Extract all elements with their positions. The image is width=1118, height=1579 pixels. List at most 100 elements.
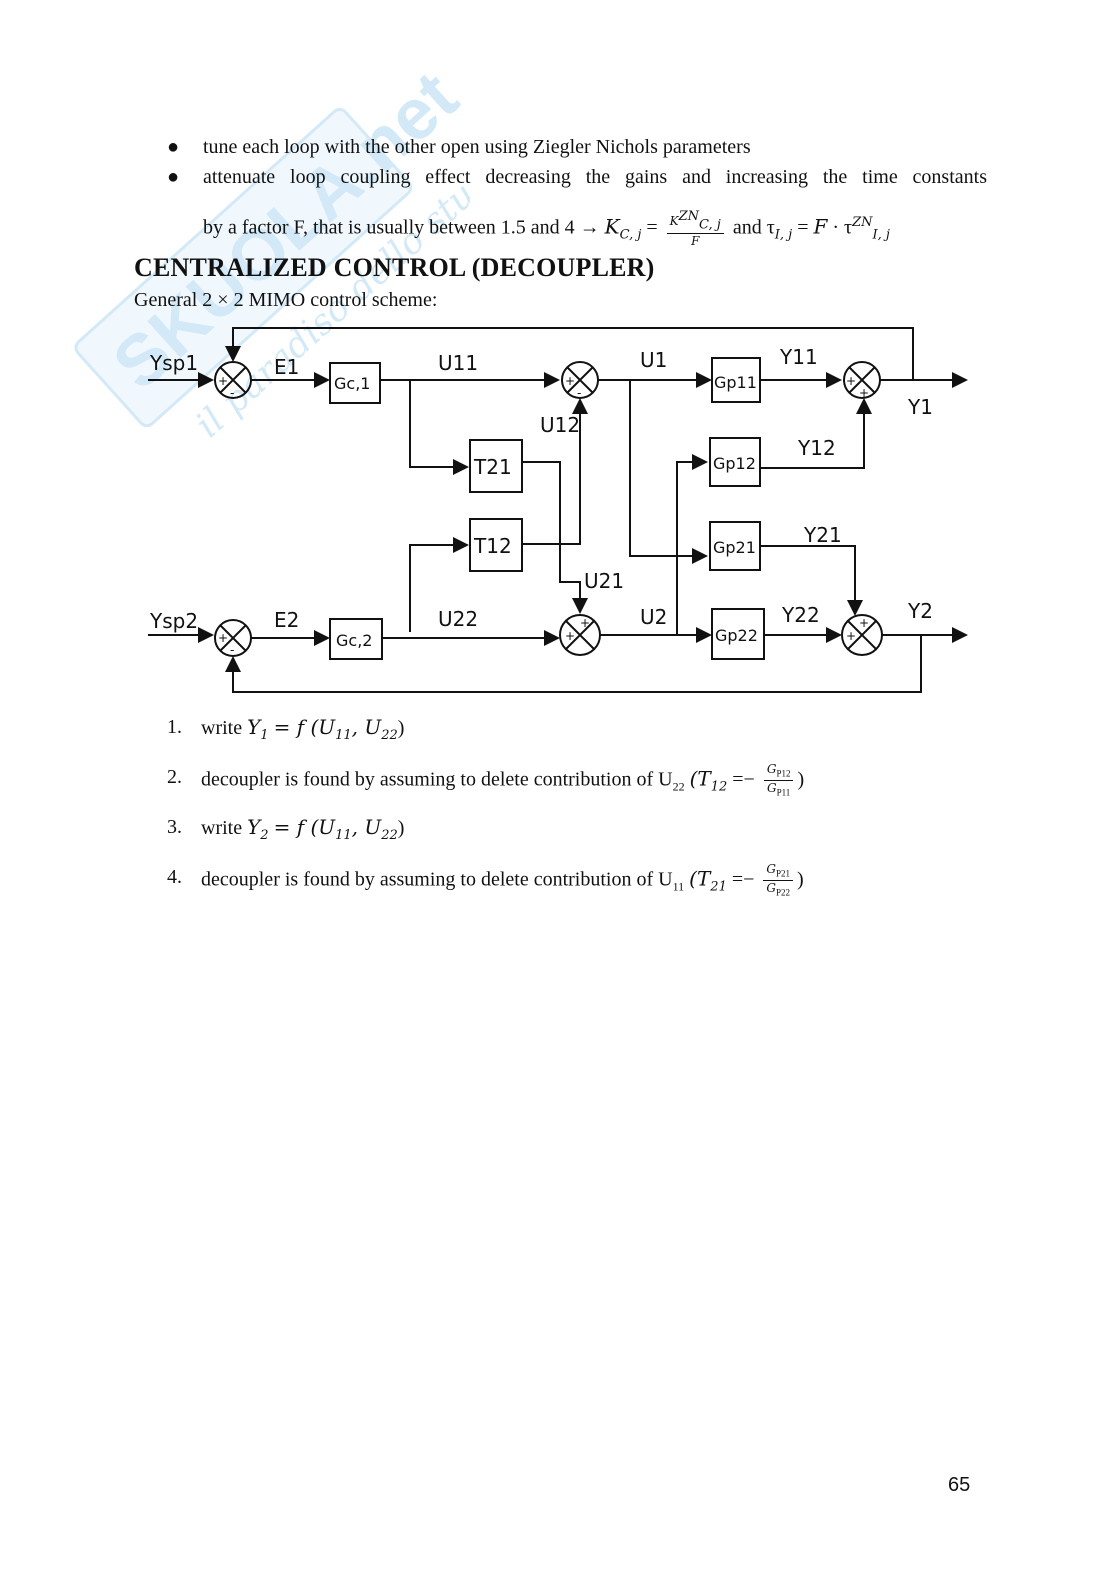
step-eq: =− <box>731 868 755 891</box>
step-u-sub: 11 <box>672 879 685 894</box>
step-y-sub: 1 <box>260 728 269 743</box>
bullet-item: ● attenuate loop coupling effect decreas… <box>167 162 987 192</box>
formula-dot: · <box>832 216 840 239</box>
formula-k: K <box>604 214 620 239</box>
sign-plus: + <box>565 629 575 643</box>
formula-eq2: = <box>797 216 809 239</box>
formula-f: F <box>813 214 828 239</box>
frac-num: K <box>669 214 679 229</box>
formula-tau: τ <box>766 216 775 239</box>
formula-tau-sub: I, j <box>774 227 793 243</box>
sign-minus: - <box>230 386 234 400</box>
step-number: 4. <box>167 866 182 888</box>
step-u1-sub: 11 <box>335 828 352 843</box>
step-comma: , U <box>351 715 382 739</box>
section-title: CENTRALIZED CONTROL (DECOUPLER) <box>134 253 655 282</box>
page-number: 65 <box>948 1474 971 1496</box>
step-item: 4. decoupler is found by assuming to del… <box>167 862 987 912</box>
step-number: 1. <box>167 716 182 738</box>
bullet-list: ● tune each loop with the other open usi… <box>167 132 987 248</box>
step-pre: write <box>201 717 243 739</box>
label-gp21: Gp21 <box>713 538 756 557</box>
label-ysp2: Ysp2 <box>149 609 198 633</box>
step-open: (T <box>689 866 711 891</box>
step-close: ) <box>797 768 805 791</box>
step-y: Y <box>247 815 261 839</box>
tuning-formula-line: by a factor F, that is usually between 1… <box>167 196 987 248</box>
bullet-dot: ● <box>167 166 180 188</box>
step-u2-sub: 22 <box>381 728 398 743</box>
formula-k-sub: C, j <box>619 227 642 243</box>
label-u22: U22 <box>438 607 478 631</box>
step-number: 2. <box>167 766 182 788</box>
step-pre: write <box>201 817 243 839</box>
bullet-dot: ● <box>167 136 180 158</box>
step-text: decoupler is found by assuming to delete… <box>201 868 673 891</box>
step-open: (T <box>689 766 711 791</box>
label-gp22: Gp22 <box>715 626 758 645</box>
step-u2-sub: 22 <box>381 828 398 843</box>
label-t12: T12 <box>473 534 512 558</box>
step-mid: = f (U <box>273 815 336 839</box>
formula-prefix: by a factor F, that is usually between 1… <box>203 216 600 239</box>
gp12-block <box>709 437 761 487</box>
sign-plus: + <box>218 631 228 645</box>
label-gc1: Gc,1 <box>334 374 370 393</box>
formula-and: and <box>732 216 762 239</box>
sign-plus: + <box>859 386 869 400</box>
formula-tau2-sub: I, j <box>872 227 890 243</box>
label-y11: Y11 <box>779 345 818 369</box>
mimo-block-diagram: Ysp1 E1 Gc,1 U11 U12 U1 Gp11 Y11 Y1 T21 … <box>148 327 968 693</box>
step-y-sub: 2 <box>260 828 269 843</box>
step-u1-sub: 11 <box>335 728 352 743</box>
step-number: 3. <box>167 816 182 838</box>
step-close: ) <box>797 868 804 891</box>
label-u21: U21 <box>584 569 624 593</box>
label-gp11: Gp11 <box>714 373 757 392</box>
step-fraction: GP12 GP11 <box>763 762 794 800</box>
label-t21: T21 <box>473 455 512 479</box>
t21-block <box>469 439 523 493</box>
label-e2: E2 <box>274 608 299 632</box>
step-fraction: GP21 GP22 <box>763 862 794 900</box>
label-gp12: Gp12 <box>713 454 756 473</box>
frac-num-sup: ZN <box>678 209 700 225</box>
label-e1: E1 <box>274 355 299 379</box>
step-end: ) <box>397 717 405 739</box>
sign-plus: + <box>218 374 228 388</box>
label-y21: Y21 <box>803 523 842 547</box>
label-u12: U12 <box>540 413 580 437</box>
formula-eq: = <box>646 216 658 239</box>
sign-minus: - <box>230 643 234 657</box>
step-u-sub: 22 <box>672 779 685 794</box>
gc1-block <box>329 362 381 404</box>
label-y12: Y12 <box>797 436 836 460</box>
step-mid: = f (U <box>273 715 336 739</box>
step-t-sub: 21 <box>710 879 727 895</box>
sign-plus: + <box>846 629 856 643</box>
step-y: Y <box>247 715 261 739</box>
sign-plus: + <box>859 616 869 630</box>
step-item: 2. decoupler is found by assuming to del… <box>167 762 987 812</box>
intro-text: General 2 × 2 MIMO control scheme: <box>134 289 438 311</box>
frac-den: F <box>691 233 700 248</box>
sign-plus: + <box>565 374 575 388</box>
step-comma: , U <box>351 815 382 839</box>
label-u2: U2 <box>640 605 667 629</box>
frac-num-sub: C, j <box>699 217 721 233</box>
label-ysp1: Ysp1 <box>149 351 198 375</box>
label-y1: Y1 <box>907 395 933 419</box>
step-item: 1. write Y1 = f (U11, U22) <box>167 712 987 762</box>
formula-tau2-sup: ZN <box>852 215 873 230</box>
label-gc2: Gc,2 <box>336 631 372 650</box>
sign-minus: - <box>577 386 581 400</box>
bullet-text: tune each loop with the other open using… <box>203 136 751 158</box>
step-text: decoupler is found by assuming to delete… <box>201 768 673 791</box>
label-u11: U11 <box>438 351 478 375</box>
bullet-text: attenuate loop coupling effect decreasin… <box>203 166 987 188</box>
procedure-steps: 1. write Y1 = f (U11, U22) 2. decoupler … <box>167 712 987 912</box>
step-t-sub: 12 <box>710 779 728 795</box>
formula-fraction: KZNC, j F <box>666 209 724 248</box>
label-u1: U1 <box>640 348 667 372</box>
label-y22: Y22 <box>781 603 820 627</box>
